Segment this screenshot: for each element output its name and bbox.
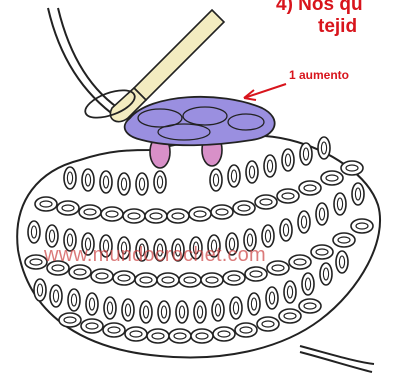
increase-label: 1 aumento [289, 68, 349, 82]
step-instruction: 4) Nos qu tejid [276, 0, 396, 38]
step-instruction-line-1: 4) Nos qu [276, 0, 363, 15]
step-instruction-line-2: tejid [276, 16, 396, 38]
annotation-arrow [244, 84, 286, 98]
working-yarn [48, 8, 118, 118]
watermark: www.mundocrochet.com [44, 244, 266, 267]
